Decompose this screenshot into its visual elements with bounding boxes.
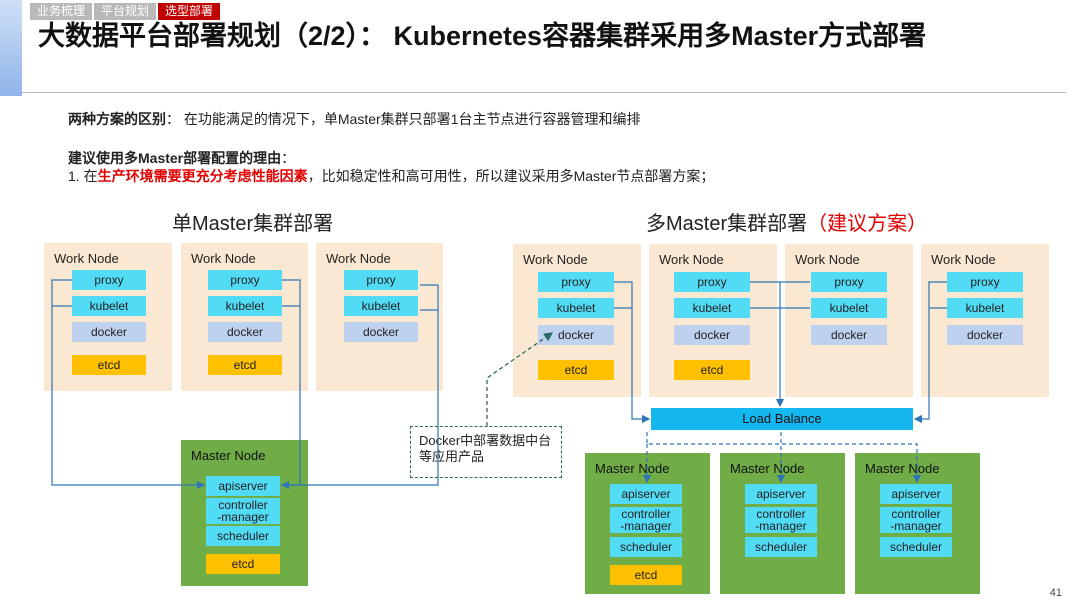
reason-heading: 建议使用多Master部署配置的理由： bbox=[68, 148, 295, 168]
docker: docker bbox=[208, 322, 282, 342]
controller-line-2: -manager bbox=[755, 519, 807, 533]
work-node-2: Work Node proxy kubelet docker etcd bbox=[181, 243, 308, 391]
work-node-4: Work Node proxy kubelet docker etcd bbox=[513, 244, 641, 397]
work-node-3: Work Node proxy kubelet docker bbox=[316, 243, 443, 391]
page-number: 41 bbox=[1049, 587, 1062, 599]
page-title: 大数据平台部署规划（2/2）： Kubernetes容器集群采用多Master方… bbox=[38, 21, 927, 51]
etcd: etcd bbox=[206, 554, 280, 574]
kubelet: kubelet bbox=[811, 298, 887, 318]
etcd: etcd bbox=[538, 360, 614, 380]
proxy: proxy bbox=[344, 270, 418, 290]
docker: docker bbox=[538, 325, 614, 345]
work-node-label: Work Node bbox=[659, 252, 724, 267]
etcd: etcd bbox=[72, 355, 146, 375]
kubelet: kubelet bbox=[538, 298, 614, 318]
work-node-label: Work Node bbox=[54, 251, 119, 266]
scheduler: scheduler bbox=[745, 537, 817, 557]
reason-item: 1. 在生产环境需要更充分考虑性能因素，比如稳定性和高可用性，所以建议采用多Ma… bbox=[68, 166, 714, 186]
proxy: proxy bbox=[208, 270, 282, 290]
apiserver: apiserver bbox=[206, 476, 280, 496]
etcd: etcd bbox=[208, 355, 282, 375]
controller-line-1: controller bbox=[621, 507, 671, 521]
controller-line-1: controller bbox=[756, 507, 806, 521]
apiserver: apiserver bbox=[880, 484, 952, 504]
kubelet: kubelet bbox=[947, 298, 1023, 318]
reason-prefix: 1. 在 bbox=[68, 168, 98, 184]
proxy: proxy bbox=[947, 272, 1023, 292]
difference-line: 两种方案的区别： 在功能满足的情况下，单Master集群只部署1台主节点进行容器… bbox=[68, 109, 640, 129]
work-node-label: Work Node bbox=[326, 251, 391, 266]
proxy: proxy bbox=[674, 272, 750, 292]
docker: docker bbox=[674, 325, 750, 345]
master-node-label: Master Node bbox=[191, 448, 266, 463]
work-node-label: Work Node bbox=[931, 252, 996, 267]
apiserver: apiserver bbox=[745, 484, 817, 504]
proxy: proxy bbox=[72, 270, 146, 290]
tab-deployment[interactable]: 选型部署 bbox=[158, 3, 221, 20]
proxy: proxy bbox=[811, 272, 887, 292]
side-accent-bar bbox=[0, 0, 22, 96]
reason-colon: ： bbox=[281, 150, 296, 166]
section-tabs: 业务梳理 平台规划 选型部署 bbox=[30, 3, 221, 20]
docker: docker bbox=[811, 325, 887, 345]
controller-line-1: controller bbox=[218, 498, 268, 512]
scheduler: scheduler bbox=[610, 537, 682, 557]
kubelet: kubelet bbox=[674, 298, 750, 318]
tab-planning[interactable]: 平台规划 bbox=[94, 3, 157, 20]
docker: docker bbox=[344, 322, 418, 342]
work-node-label: Work Node bbox=[523, 252, 588, 267]
work-node-6: Work Node proxy kubelet docker bbox=[785, 244, 913, 397]
work-node-label: Work Node bbox=[795, 252, 860, 267]
kubelet: kubelet bbox=[72, 296, 146, 316]
etcd: etcd bbox=[610, 565, 682, 585]
work-node-5: Work Node proxy kubelet docker etcd bbox=[649, 244, 777, 397]
difference-label: 两种方案的区别 bbox=[68, 111, 166, 127]
docker: docker bbox=[947, 325, 1023, 345]
proxy: proxy bbox=[538, 272, 614, 292]
docker-note: Docker中部署数据中台等应用产品 bbox=[410, 426, 562, 478]
reason-label: 建议使用多Master部署配置的理由 bbox=[68, 150, 282, 166]
controller-line-1: controller bbox=[891, 507, 941, 521]
single-master-heading: 单Master集群部署 bbox=[172, 213, 334, 235]
multi-master-heading: 多Master集群部署（建议方案） bbox=[646, 207, 927, 236]
scheduler: scheduler bbox=[880, 537, 952, 557]
recommended-tag: （建议方案） bbox=[807, 213, 928, 235]
master-node-label: Master Node bbox=[595, 461, 670, 476]
controller-line-2: -manager bbox=[890, 519, 942, 533]
master-node-1: Master Node apiserver controller -manage… bbox=[585, 453, 710, 594]
work-node-7: Work Node proxy kubelet docker bbox=[921, 244, 1049, 397]
etcd: etcd bbox=[674, 360, 750, 380]
multi-master-heading-text: 多Master集群部署 bbox=[646, 213, 808, 235]
reason-highlight: 生产环境需要更充分考虑性能因素 bbox=[97, 168, 308, 184]
master-node-label: Master Node bbox=[730, 461, 805, 476]
controller-manager: controller -manager bbox=[745, 507, 817, 533]
master-node-3: Master Node apiserver controller -manage… bbox=[855, 453, 980, 594]
master-node-label: Master Node bbox=[865, 461, 940, 476]
apiserver: apiserver bbox=[610, 484, 682, 504]
controller-manager: controller -manager bbox=[610, 507, 682, 533]
controller-manager: controller -manager bbox=[206, 498, 280, 524]
kubelet: kubelet bbox=[344, 296, 418, 316]
work-node-1: Work Node proxy kubelet docker etcd bbox=[44, 243, 172, 391]
master-node-single: Master Node apiserver controller -manage… bbox=[181, 440, 308, 586]
controller-line-2: -manager bbox=[620, 519, 672, 533]
load-balance: Load Balance bbox=[651, 408, 913, 430]
scheduler: scheduler bbox=[206, 526, 280, 546]
reason-suffix: ，比如稳定性和高可用性，所以建议采用多Master节点部署方案； bbox=[307, 168, 715, 184]
controller-line-2: -manager bbox=[217, 510, 269, 524]
tab-business[interactable]: 业务梳理 bbox=[30, 3, 93, 20]
docker: docker bbox=[72, 322, 146, 342]
master-node-2: Master Node apiserver controller -manage… bbox=[720, 453, 845, 594]
controller-manager: controller -manager bbox=[880, 507, 952, 533]
kubelet: kubelet bbox=[208, 296, 282, 316]
work-node-label: Work Node bbox=[191, 251, 256, 266]
difference-text: ： 在功能满足的情况下，单Master集群只部署1台主节点进行容器管理和编排 bbox=[166, 111, 641, 127]
title-divider bbox=[22, 92, 1066, 93]
